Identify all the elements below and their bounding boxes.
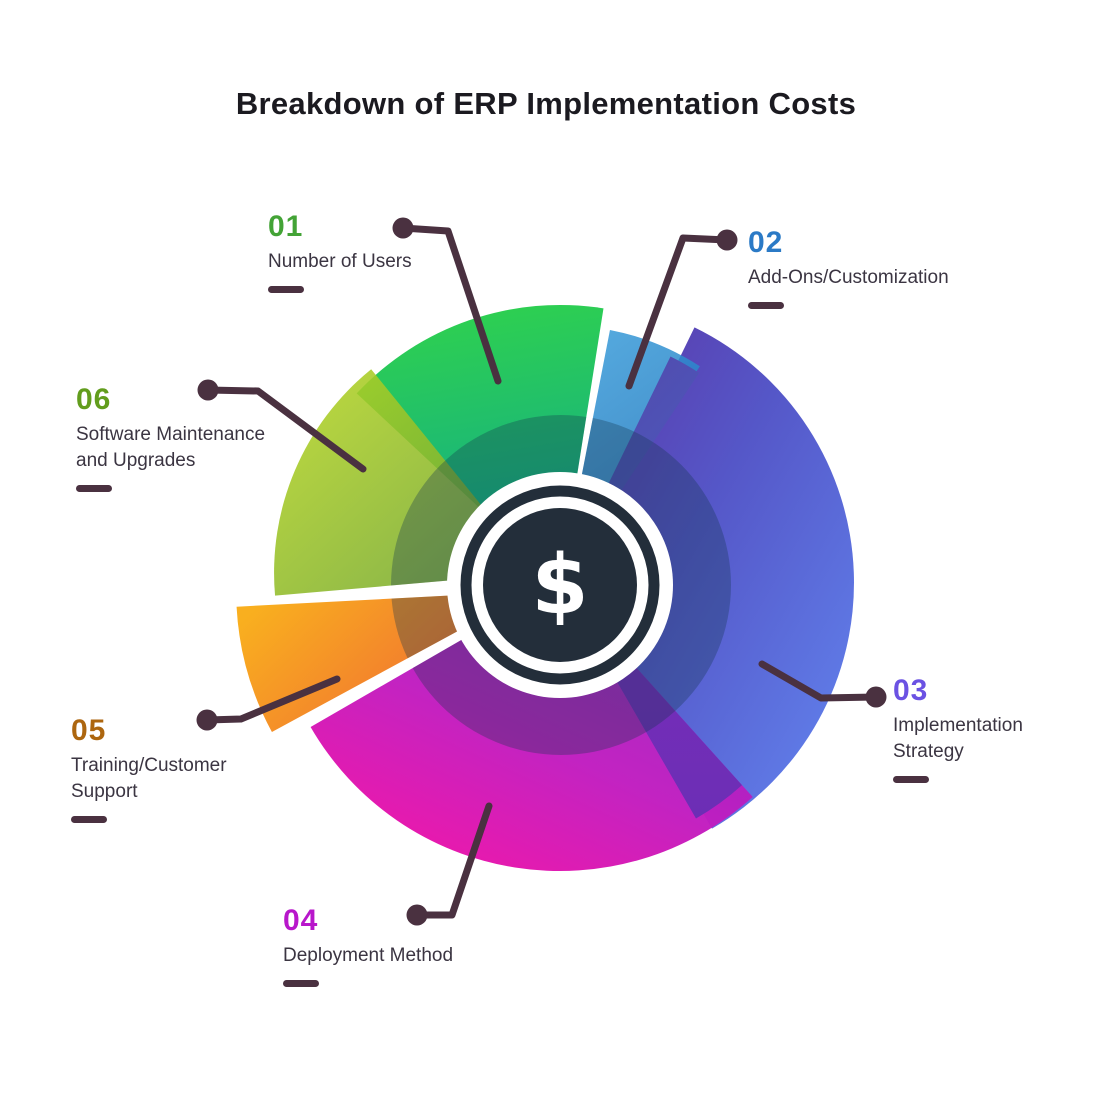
legend-label-line: Deployment Method: [283, 945, 454, 966]
legend-label-line: Implementation: [893, 715, 1023, 736]
legend-dash-06: [76, 485, 112, 493]
legend-number-06: 06: [76, 383, 112, 416]
connector-04: [413, 802, 493, 919]
connectors-layer: [196, 217, 887, 926]
dollar-icon: $: [531, 538, 588, 633]
legend-label-line: Add-Ons/Customization: [748, 267, 949, 288]
connector-01: [399, 224, 502, 385]
connector-dot-01: [392, 217, 414, 239]
connector-02: [625, 234, 731, 390]
connector-03: [758, 660, 880, 702]
legend-label-line: Support: [71, 781, 138, 803]
legend-label-line: and Upgrades: [76, 450, 196, 472]
connector-dot-03: [865, 686, 887, 708]
legend-label-01: Number of Users: [268, 249, 412, 275]
legend-dash-02: [748, 302, 784, 310]
legend-number-04: 04: [283, 904, 319, 937]
center-medallion: $: [447, 472, 673, 698]
segment-04-wedge: [310, 583, 753, 872]
connector-dot-02: [716, 229, 738, 251]
connector-dot-06: [197, 379, 219, 401]
legend-label-06: Software Maintenance and Upgrades: [76, 422, 265, 474]
legend-number-01: 01: [268, 210, 304, 243]
overlay-04: [391, 583, 731, 755]
legend-dash-05: [71, 816, 107, 824]
legend-label-02: Add-Ons/Customization: [748, 265, 949, 291]
connector-dot-04: [406, 904, 428, 926]
legend-number-02: 02: [748, 226, 784, 259]
chart-title: Breakdown of ERP Implementation Costs: [235, 86, 857, 121]
legend-number-03: 03: [893, 674, 929, 707]
legend-label-line: Strategy: [893, 741, 964, 763]
legend-dash-03: [893, 776, 929, 784]
connector-dot-05: [196, 709, 218, 731]
connector-05: [203, 675, 341, 724]
legend-dash-01: [268, 286, 304, 294]
legend-label-line: Number of Users: [268, 251, 412, 272]
overlay-03: [569, 415, 731, 755]
medallion-ring: [460, 485, 660, 685]
legend-number-05: 05: [71, 714, 107, 747]
legend-label-04: Deployment Method: [283, 943, 453, 969]
legend-label-line: Training/Customer: [71, 755, 227, 776]
legend-label-line: Software Maintenance: [76, 424, 266, 445]
legend-dash-04: [283, 980, 319, 988]
connector-06: [204, 386, 367, 473]
medallion-disc: [483, 508, 637, 662]
